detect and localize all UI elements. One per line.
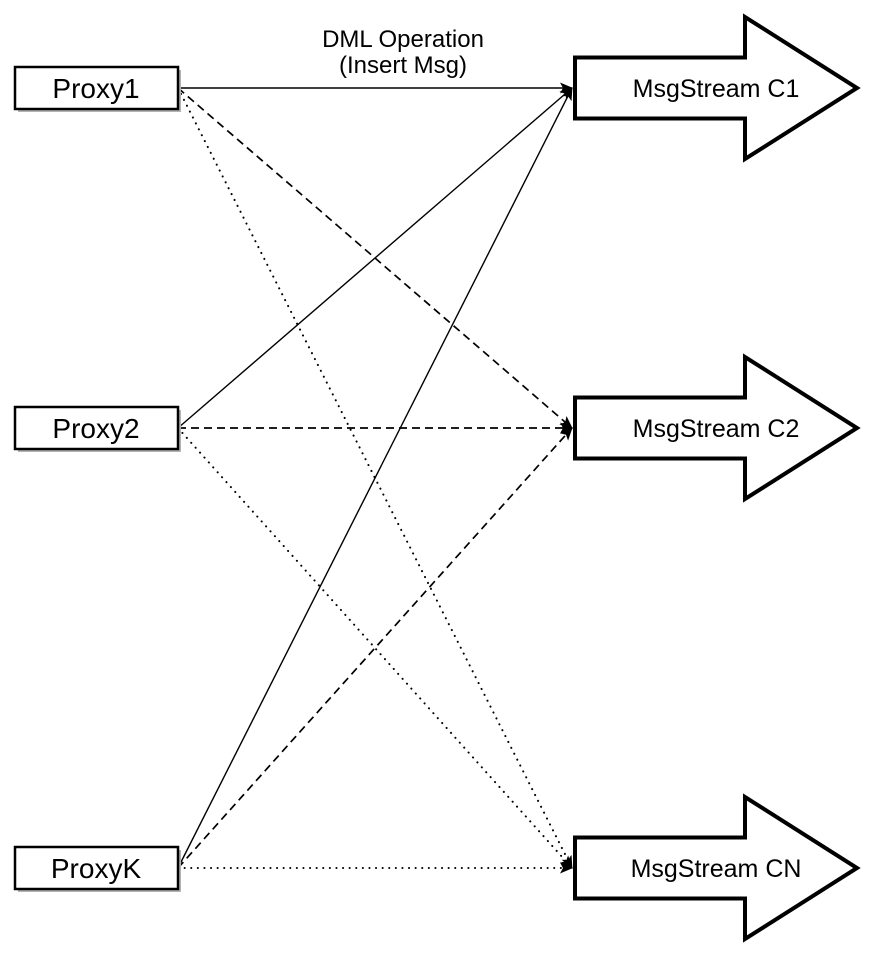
msgstream-cn-label: MsgStream CN [631,855,802,883]
proxy2-node: Proxy2 [13,405,181,452]
edge-label-line2: (Insert Msg) [339,52,467,79]
msgstream-c2-node: MsgStream C2 [573,353,861,503]
msgstream-cn-node: MsgStream CN [573,793,861,943]
connector-dotted-proxy1-to-msgstream-cn [177,87,573,869]
proxyk-label: ProxyK [51,853,142,884]
proxy2-box [13,405,180,451]
proxyk-box [13,845,180,891]
connector-dotted-proxy2-to-msgstream-cn [177,427,573,869]
proxyk-node: ProxyK [13,845,181,892]
connections-layer [177,82,573,874]
connector-solid-proxyk-to-msgstream-c1 [177,87,573,869]
msgstream-c2-label: MsgStream C2 [633,415,800,443]
msgstream-c1-label: MsgStream C1 [633,75,800,103]
msgstream-c2-arrow-shape [573,353,861,503]
connector-solid-proxy2-to-msgstream-c1 [177,87,573,429]
proxy1-node: Proxy1 [13,65,181,112]
proxy2-label: Proxy2 [52,413,139,444]
proxy1-label: Proxy1 [52,73,139,104]
msgstream-cn-arrow-shape [573,793,861,943]
edge-label-line1: DML Operation [322,26,484,53]
msgstream-c1-node: MsgStream C1 [573,13,861,163]
proxy1-box [13,65,180,111]
msgstream-c1-arrow-shape [573,13,861,163]
connector-dashed-proxyk-to-msgstream-c2 [177,427,573,869]
